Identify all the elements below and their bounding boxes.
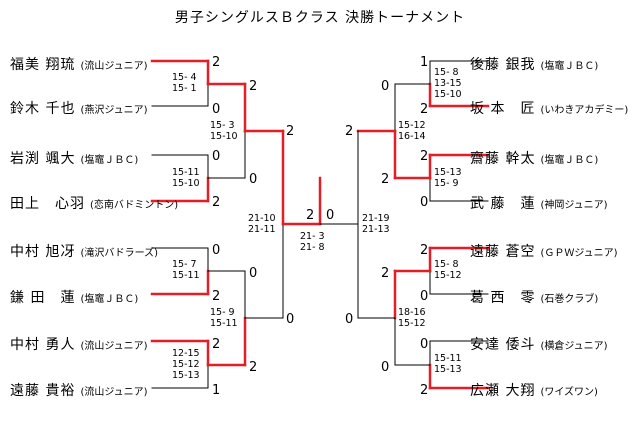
- player-team: (流山ジュニア): [80, 341, 148, 352]
- player-name: 武 藤 蓮: [470, 196, 536, 212]
- right-player-3: 齋藤 幹太 (塩竈ＪＢＣ): [470, 148, 598, 168]
- score-left-r1-6: 2: [212, 289, 221, 304]
- score-right-r1-8: 2: [420, 383, 429, 398]
- player-name: 後藤 銀我: [470, 57, 536, 73]
- score-final-right: 0: [326, 208, 335, 223]
- score-left-r1-4: 2: [212, 195, 221, 210]
- score-right-r2-3: 2: [381, 266, 390, 281]
- sets-left-r1-4: 12-15 15-12 15-13: [172, 348, 200, 381]
- score-left-r1-2: 0: [212, 102, 221, 117]
- left-player-3: 岩渕 颯大 (塩竈ＪＢＣ): [10, 148, 138, 168]
- score-left-r1-3: 0: [212, 149, 221, 164]
- player-team: (塩竈ＪＢＣ): [80, 155, 139, 166]
- player-team: (ワイズワン): [540, 387, 598, 398]
- player-team: (塩竈ＪＢＣ): [540, 155, 599, 166]
- sets-right-r1-1: 15- 8 13-15 15-10: [434, 67, 462, 100]
- sets-right-r3: 21-19 21-13: [362, 213, 390, 235]
- player-team: (塩竈ＪＢＣ): [80, 294, 139, 305]
- right-player-4: 武 藤 蓮 (神岡ジュニア): [470, 193, 608, 213]
- score-left-r1-1: 2: [212, 55, 221, 70]
- score-right-r2-1: 0: [381, 79, 390, 94]
- player-team: (流山ジュニア): [80, 61, 148, 72]
- sets-left-r2-2: 15- 9 15-11: [210, 307, 238, 329]
- left-player-7: 中村 勇人 (流山ジュニア): [10, 334, 148, 354]
- player-team: (恋南バドミントン): [90, 200, 179, 211]
- player-name: 田上 心羽: [10, 196, 85, 212]
- score-right-r1-3: 2: [420, 149, 429, 164]
- score-right-r3-2: 0: [345, 312, 354, 327]
- score-right-r1-4: 0: [420, 195, 429, 210]
- player-team: (燕沢ジュニア): [80, 105, 148, 116]
- player-name: 齋藤 幹太: [470, 151, 536, 167]
- score-left-r2-1: 2: [249, 79, 258, 94]
- score-left-r1-5: 0: [212, 243, 221, 258]
- right-player-2: 坂 本 匠 (いわきアカデミー): [470, 98, 628, 118]
- score-left-r2-4: 2: [249, 360, 258, 375]
- sets-left-r1-2: 15-11 15-10: [172, 167, 200, 189]
- sets-left-r1-3: 15- 7 15-11: [172, 259, 200, 281]
- score-left-r3-2: 0: [286, 312, 295, 327]
- left-player-1: 福美 翔琉 (流山ジュニア): [10, 54, 148, 74]
- player-name: 中村 旭冴: [10, 244, 76, 260]
- tournament-title: 男子シングルスＢクラス 決勝トーナメント: [174, 10, 466, 26]
- left-player-6: 鎌 田 蓮 (塩竈ＪＢＣ): [10, 287, 138, 307]
- score-final-left: 2: [306, 208, 315, 223]
- player-team: (神岡ジュニア): [540, 200, 608, 211]
- left-player-4: 田上 心羽 (恋南バドミントン): [10, 193, 178, 213]
- player-team: (いわきアカデミー): [540, 105, 629, 116]
- player-team: (横倉ジュニア): [540, 341, 608, 352]
- score-right-r2-4: 0: [381, 360, 390, 375]
- right-player-5: 遠藤 蒼空 (ＧＰＷジュニア): [470, 241, 618, 261]
- score-right-r1-6: 0: [420, 289, 429, 304]
- sets-right-r1-3: 15- 8 15-12: [434, 259, 462, 281]
- player-team: (滝沢バドラーズ): [80, 248, 159, 259]
- score-right-r1-7: 0: [420, 337, 429, 352]
- score-right-r1-5: 2: [420, 243, 429, 258]
- score-left-r1-7: 2: [212, 337, 221, 352]
- sets-left-r2-1: 15- 3 15-10: [210, 120, 238, 142]
- sets-left-r1-1: 15- 4 15- 1: [172, 72, 197, 94]
- score-left-r2-2: 0: [249, 172, 258, 187]
- player-name: 鈴木 千也: [10, 101, 76, 117]
- sets-right-r1-4: 15-11 15-13: [434, 353, 462, 375]
- right-player-7: 安達 倭斗 (横倉ジュニア): [470, 334, 608, 354]
- left-player-2: 鈴木 千也 (燕沢ジュニア): [10, 98, 148, 118]
- score-right-r1-1: 1: [420, 55, 429, 70]
- player-team: (塩竈ＪＢＣ): [540, 61, 599, 72]
- right-player-6: 葛 西 零 (石巻クラブ): [470, 287, 598, 307]
- player-name: 葛 西 零: [470, 290, 536, 306]
- player-name: 遠藤 貴裕: [10, 383, 76, 399]
- player-name: 中村 勇人: [10, 337, 76, 353]
- player-name: 鎌 田 蓮: [10, 290, 76, 306]
- sets-right-r2-2: 18-16 15-12: [398, 307, 426, 329]
- player-name: 坂 本 匠: [470, 101, 536, 117]
- score-left-r3-1: 2: [286, 124, 295, 139]
- right-player-1: 後藤 銀我 (塩竈ＪＢＣ): [470, 54, 598, 74]
- player-name: 安達 倭斗: [470, 337, 536, 353]
- sets-right-r2-1: 15-12 16-14: [398, 120, 426, 142]
- score-left-r2-3: 0: [249, 266, 258, 281]
- player-team: (ＧＰＷジュニア): [540, 248, 618, 259]
- score-right-r3-1: 2: [345, 124, 354, 139]
- player-name: 岩渕 颯大: [10, 151, 76, 167]
- player-name: 遠藤 蒼空: [470, 244, 536, 260]
- sets-final: 21- 3 21- 8: [300, 231, 325, 253]
- left-player-8: 遠藤 貴裕 (流山ジュニア): [10, 380, 148, 400]
- score-right-r1-2: 2: [420, 102, 429, 117]
- score-right-r2-2: 2: [381, 172, 390, 187]
- sets-right-r1-2: 15-13 15- 9: [434, 167, 462, 189]
- player-team: (石巻クラブ): [540, 294, 599, 305]
- left-player-5: 中村 旭冴 (滝沢バドラーズ): [10, 241, 158, 261]
- player-name: 広瀬 大翔: [470, 383, 536, 399]
- right-player-8: 広瀬 大翔 (ワイズワン): [470, 380, 598, 400]
- sets-left-r3: 21-10 21-11: [248, 213, 276, 235]
- score-left-r1-8: 1: [212, 383, 221, 398]
- player-team: (流山ジュニア): [80, 387, 148, 398]
- player-name: 福美 翔琉: [10, 57, 76, 73]
